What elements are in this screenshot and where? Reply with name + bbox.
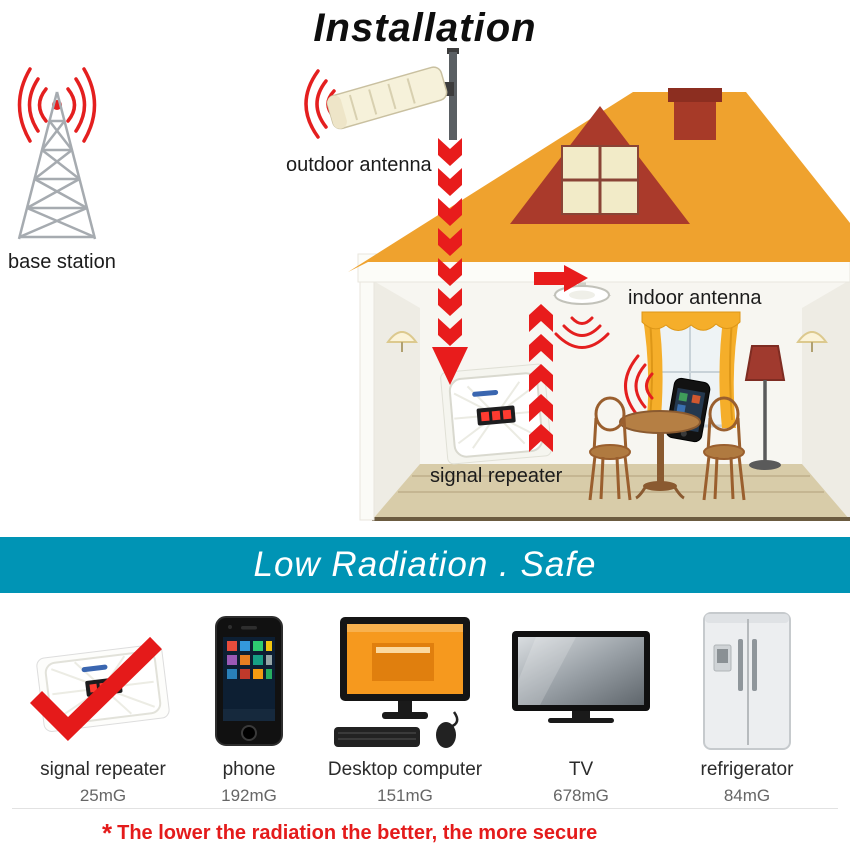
- banner-text: Low Radiation . Safe: [253, 545, 597, 584]
- phone-signal-icon: [624, 354, 654, 418]
- product-name: TV: [568, 759, 594, 780]
- desktop-computer-product-icon: [334, 617, 470, 748]
- footnote-text: The lower the radiation the better, the …: [117, 822, 598, 844]
- outdoor-antenna-label: outdoor antenna: [286, 154, 432, 176]
- wall-lamp-right-icon: [796, 331, 828, 352]
- indoor-antenna-label: indoor antenna: [628, 287, 762, 309]
- installation-diagram: [17, 48, 850, 521]
- low-radiation-banner: Low Radiation . Safe: [0, 537, 850, 593]
- asterisk-icon: *: [102, 818, 113, 848]
- product-value: 192mG: [221, 786, 277, 805]
- downlink-arrow: [432, 138, 468, 385]
- base-station-icon: [17, 67, 97, 240]
- uplink-arrow: [529, 265, 588, 452]
- product-name: refrigerator: [700, 759, 794, 780]
- product-refrigerator: refrigerator 84mG: [672, 611, 822, 806]
- outdoor-antenna-scene-icon: [304, 48, 459, 140]
- product-signal-repeater: signal repeater 25mG: [28, 613, 178, 806]
- floor-lamp-icon: [744, 345, 786, 470]
- wall-lamp-left-icon: [386, 331, 418, 352]
- radiation-comparison: signal repeater 25mG phone 192mG: [0, 594, 850, 806]
- product-value: 151mG: [377, 786, 433, 805]
- signal-repeater-product-icon: [29, 636, 170, 741]
- product-phone: phone 192mG: [194, 613, 304, 806]
- phone-product-icon: [215, 616, 283, 746]
- signal-repeater-label: signal repeater: [430, 465, 563, 487]
- base-station-label: base station: [8, 251, 116, 273]
- indoor-antenna-scene-icon: [552, 282, 612, 349]
- chair-left-icon: [588, 396, 632, 501]
- product-name: Desktop computer: [327, 759, 483, 780]
- product-value: 84mG: [723, 786, 771, 805]
- product-name: signal repeater: [40, 759, 166, 780]
- table-icon: [619, 410, 701, 500]
- product-name: phone: [222, 759, 276, 780]
- product-value: 678mG: [553, 786, 609, 805]
- page-title: Installation: [313, 6, 537, 50]
- refrigerator-product-icon: [703, 612, 791, 750]
- product-value: 25mG: [79, 786, 127, 805]
- footnote: *The lower the radiation the better, the…: [102, 818, 597, 849]
- divider: [12, 808, 838, 809]
- tv-product-icon: [512, 631, 650, 723]
- roof: [348, 88, 850, 283]
- chair-right-icon: [702, 396, 746, 501]
- product-tv: TV 678mG: [506, 613, 656, 806]
- product-desktop-computer: Desktop computer 151mG: [320, 613, 490, 806]
